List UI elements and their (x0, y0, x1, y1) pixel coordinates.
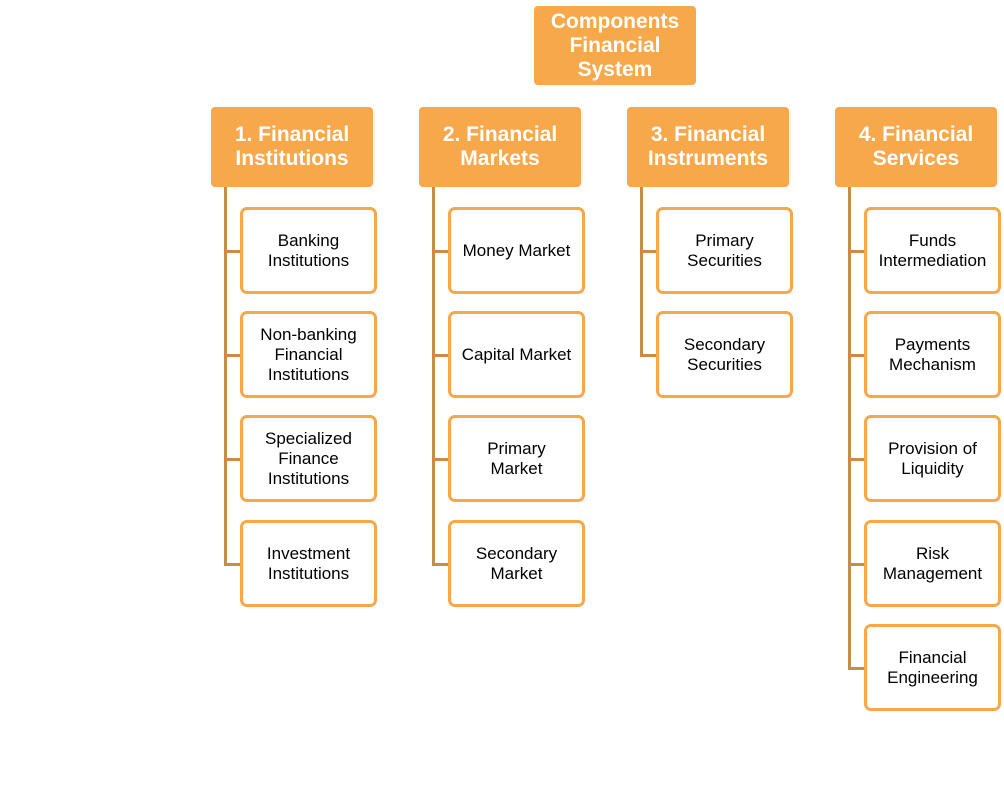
root-node: Components Financial System (534, 6, 696, 85)
node-non-banking-financial-institutions: Non-banking Financial Institutions (240, 311, 377, 398)
category-financial-markets: 2. Financial Markets (419, 107, 581, 187)
connector-branch (224, 563, 242, 566)
node-secondary-market: Secondary Market (448, 520, 585, 607)
node-secondary-securities: Secondary Securities (656, 311, 793, 398)
connector-branch (640, 250, 658, 253)
connector-branch (848, 354, 866, 357)
node-banking-institutions: Banking Institutions (240, 207, 377, 294)
category-financial-services: 4. Financial Services (835, 107, 997, 187)
node-capital-market: Capital Market (448, 311, 585, 398)
connector-branch (224, 354, 242, 357)
category-financial-institutions: 1. Financial Institutions (211, 107, 373, 187)
connector-branch (432, 458, 450, 461)
node-investment-institutions: Investment Institutions (240, 520, 377, 607)
connector-branch (848, 563, 866, 566)
node-risk-management: Risk Management (864, 520, 1001, 607)
node-specialized-finance-institutions: Specialized Finance Institutions (240, 415, 377, 502)
connector-branch (432, 250, 450, 253)
node-financial-engineering: Financial Engineering (864, 624, 1001, 711)
connector-trunk (640, 187, 643, 357)
node-provision-of-liquidity: Provision of Liquidity (864, 415, 1001, 502)
connector-branch (224, 458, 242, 461)
node-funds-intermediation: Funds Intermediation (864, 207, 1001, 294)
category-financial-instruments: 3. Financial Instruments (627, 107, 789, 187)
connector-branch (224, 250, 242, 253)
connector-trunk (432, 187, 435, 566)
connector-trunk (224, 187, 227, 566)
node-primary-market: Primary Market (448, 415, 585, 502)
connector-branch (848, 667, 866, 670)
connector-branch (848, 250, 866, 253)
connector-branch (848, 458, 866, 461)
node-payments-mechanism: Payments Mechanism (864, 311, 1001, 398)
connector-branch (640, 354, 658, 357)
node-primary-securities: Primary Securities (656, 207, 793, 294)
connector-trunk (848, 187, 851, 670)
connector-branch (432, 563, 450, 566)
connector-branch (432, 354, 450, 357)
node-money-market: Money Market (448, 207, 585, 294)
